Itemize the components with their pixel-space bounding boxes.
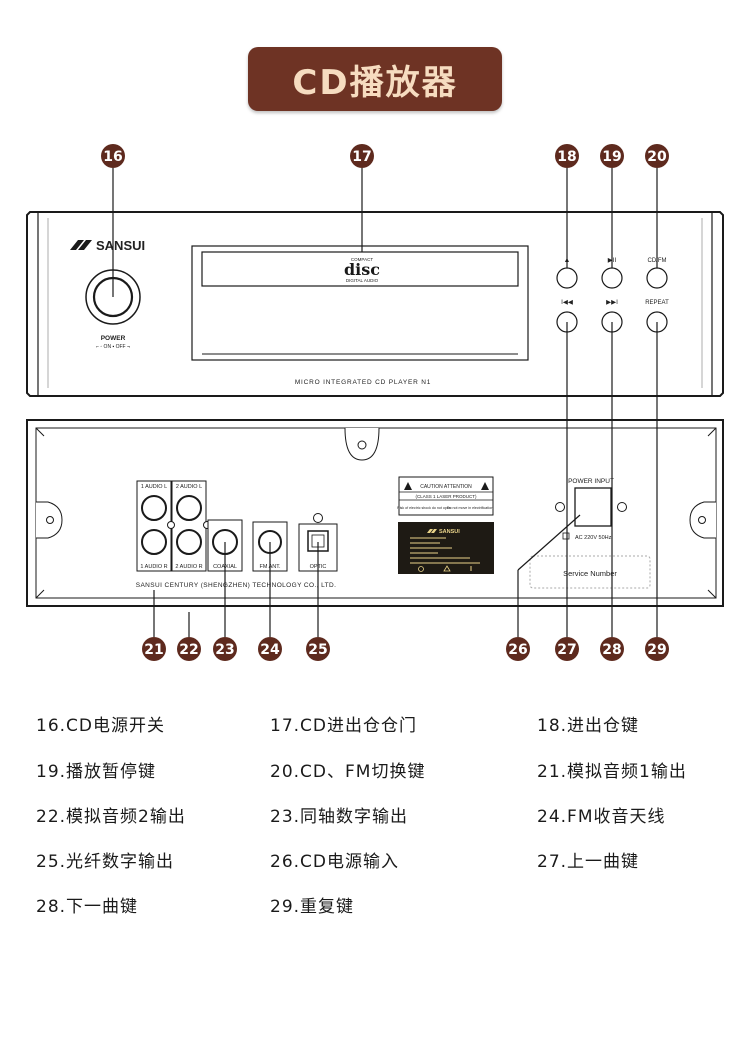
- page-title: CD播放器: [292, 62, 458, 103]
- brand-logo: SANSUI: [70, 238, 145, 253]
- rear-panel: 1 AUDIO L 2 AUDIO L 1 AUDIO R 2 AUDIO R …: [26, 419, 724, 607]
- callout-27-text: 27: [557, 642, 576, 658]
- legend-item-25: 25.光纤数字输出: [36, 852, 175, 872]
- caution-left: Risk of electric shock do not open: [397, 506, 451, 510]
- callout-17-text: 17: [352, 149, 371, 165]
- brand-text: SANSUI: [96, 238, 145, 253]
- callout-21: 21: [142, 637, 166, 661]
- disc-tray[interactable]: [191, 245, 529, 361]
- callout-16-text: 16: [103, 149, 122, 165]
- company-text: SANSUI CENTURY (SHENGZHEN) TECHNOLOGY CO…: [136, 582, 337, 589]
- callout-26-text: 26: [508, 642, 527, 658]
- disc-logo-small: COMPACT: [351, 257, 373, 262]
- callout-23: 23: [213, 637, 237, 661]
- legend-item-28: 28.下一曲键: [36, 897, 139, 917]
- power-input[interactable]: POWER INPUT AC 220V 50Hz: [555, 478, 627, 541]
- power-sublabel: ⌐ ◦ ON ▪ OFF ¬: [96, 344, 130, 350]
- audio1-r-label: 1 AUDIO R: [140, 564, 167, 570]
- callout-29: 29: [645, 637, 669, 661]
- callout-26: 26: [506, 637, 530, 661]
- legend-item-21: 21.模拟音频1输出: [537, 762, 687, 782]
- leader-lines: [112, 168, 658, 637]
- callout-22: 22: [177, 637, 201, 661]
- disc-logo-sub: DIGITAL AUDIO: [346, 278, 379, 283]
- rating-plate: SANSUI: [398, 522, 494, 574]
- audio2-l-label: 2 AUDIO L: [176, 484, 202, 490]
- label-brand: SANSUI: [439, 529, 460, 535]
- legend-item-19: 19.播放暂停键: [36, 762, 157, 782]
- callout-25-text: 25: [308, 642, 327, 658]
- disc-logo-main: disc: [344, 260, 380, 279]
- callout-16: 16: [101, 144, 125, 168]
- power-input-label: POWER INPUT: [568, 478, 614, 485]
- callout-23-text: 23: [215, 642, 234, 658]
- title-banner: CD播放器: [248, 47, 502, 111]
- legend-item-27: 27.上一曲键: [537, 852, 640, 872]
- legend-item-24: 24.FM收音天线: [537, 807, 666, 827]
- legend-item-23: 23.同轴数字输出: [270, 807, 409, 827]
- callout-24-text: 24: [260, 642, 280, 658]
- caution-label: CAUTION ATTENTION (CLASS 1 LASER PRODUCT…: [397, 476, 494, 516]
- compact-disc-logo: COMPACT disc DIGITAL AUDIO: [344, 257, 380, 283]
- ac-label: AC 220V 50Hz: [575, 535, 612, 541]
- legend-item-22: 22.模拟音频2输出: [36, 807, 186, 827]
- callout-18-text: 18: [557, 149, 576, 165]
- callout-24: 24: [258, 637, 282, 661]
- audio1-l-label: 1 AUDIO L: [141, 484, 167, 490]
- callout-20-text: 20: [647, 149, 667, 165]
- callout-20: 20: [645, 144, 669, 168]
- front-panel: SANSUI POWER ⌐ ◦ ON ▪ OFF ¬ COMPACT disc…: [26, 211, 724, 397]
- repeat-label: REPEAT: [645, 300, 669, 306]
- caution-right: Do not move in electrification: [447, 506, 493, 510]
- service-number-box: Service Number: [529, 555, 651, 589]
- callout-19-text: 19: [602, 149, 621, 165]
- callout-28-text: 28: [602, 642, 621, 658]
- legend-item-16: 16.CD电源开关: [36, 716, 165, 736]
- power-label: POWER: [101, 335, 126, 342]
- legend-item-20: 20.CD、FM切换键: [270, 762, 426, 782]
- caution-title: CAUTION ATTENTION: [420, 484, 472, 490]
- caution-class: (CLASS 1 LASER PRODUCT): [415, 494, 477, 499]
- callout-29-text: 29: [647, 642, 666, 658]
- previous-icon: I◀◀: [561, 299, 574, 306]
- callout-21-text: 21: [144, 642, 163, 658]
- legend-item-17: 17.CD进出仓仓门: [270, 716, 417, 736]
- service-number-text: Service Number: [563, 569, 617, 578]
- legend-item-18: 18.进出仓键: [537, 716, 640, 736]
- callout-25: 25: [306, 637, 330, 661]
- callout-18: 18: [555, 144, 579, 168]
- callout-28: 28: [600, 637, 624, 661]
- callout-17: 17: [350, 144, 374, 168]
- cd-player-diagram: SANSUI POWER ⌐ ◦ ON ▪ OFF ¬ COMPACT disc…: [26, 144, 724, 661]
- next-icon: ▶▶I: [606, 299, 618, 306]
- legend-item-26: 26.CD电源输入: [270, 852, 399, 872]
- model-text: MICRO INTEGRATED CD PLAYER N1: [295, 379, 431, 386]
- audio-outputs[interactable]: 1 AUDIO L 2 AUDIO L 1 AUDIO R 2 AUDIO R: [136, 480, 211, 572]
- audio2-r-label: 2 AUDIO R: [175, 564, 202, 570]
- callout-22-text: 22: [179, 642, 198, 658]
- callout-27: 27: [555, 637, 579, 661]
- callout-19: 19: [600, 144, 624, 168]
- legend-item-29: 29.重复键: [270, 897, 355, 917]
